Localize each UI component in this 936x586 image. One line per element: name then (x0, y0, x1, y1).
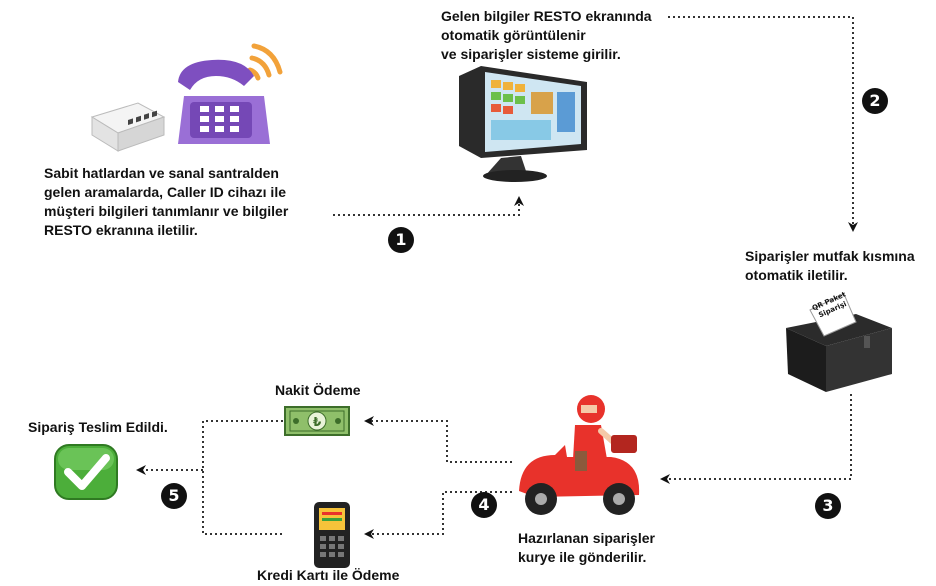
step-number-2: 2 (862, 88, 888, 114)
caller-id-description: Sabit hatlardan ve sanal santralden gele… (44, 165, 289, 238)
connector-1 (333, 196, 524, 216)
phone-icon (178, 43, 283, 144)
receipt-printer-icon (786, 293, 892, 392)
pos-monitor-icon (459, 66, 587, 182)
banknote-icon: ₺ (284, 406, 350, 436)
svg-text:₺: ₺ (313, 415, 322, 429)
step-number-4: 4 (471, 492, 497, 518)
router-icon (90, 102, 166, 152)
connector-4a (364, 416, 512, 463)
connector-2 (668, 16, 858, 232)
connector-5 (202, 420, 283, 535)
cash-payment-label: Nakit Ödeme (275, 382, 361, 398)
resto-screen-description: Gelen bilgiler RESTO ekranında otomatik … (441, 8, 652, 62)
card-terminal-icon (314, 502, 350, 568)
card-payment-label: Kredi Kartı ile Ödeme (257, 567, 400, 583)
step-number-5: 5 (161, 483, 187, 509)
step-number-1: 1 (388, 227, 414, 253)
courier-description: Hazırlanan siparişler kurye ile gönderil… (518, 530, 655, 565)
scooter-courier-icon (519, 395, 640, 515)
kitchen-description: Siparişler mutfak kısmına otomatik ileti… (745, 248, 915, 283)
checkmark-icon (54, 444, 118, 500)
connector-4b (364, 491, 512, 539)
delivered-label: Sipariş Teslim Edildi. (28, 419, 168, 435)
connector-3 (660, 394, 852, 484)
step-number-3: 3 (815, 493, 841, 519)
